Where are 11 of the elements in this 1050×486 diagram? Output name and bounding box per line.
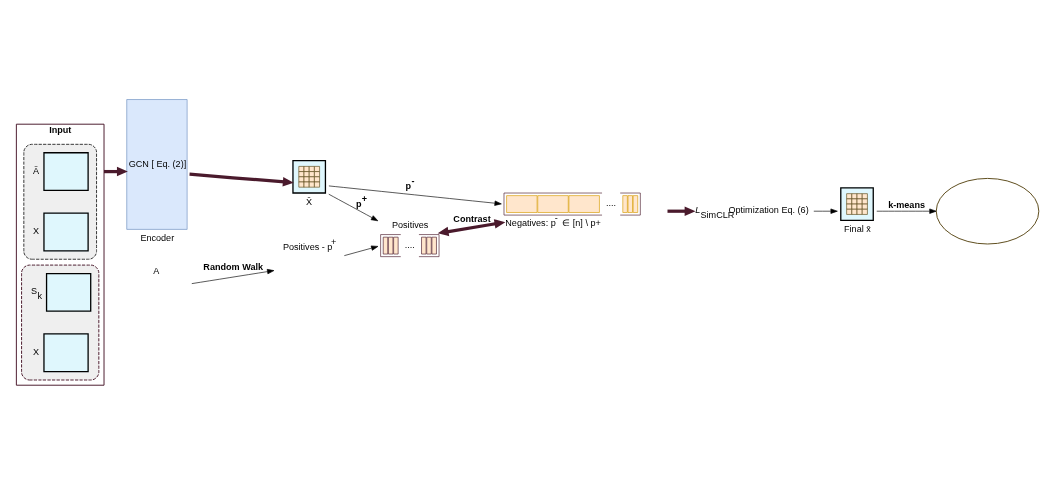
node-label: X bbox=[32, 346, 39, 357]
node-text: A bbox=[153, 265, 160, 276]
node-label: Final x̄ bbox=[844, 223, 871, 234]
edge-label: Random Walk bbox=[203, 261, 264, 272]
node-label: Ã bbox=[32, 165, 39, 176]
node-label: Positives bbox=[391, 219, 429, 230]
edge-label: Contrast bbox=[453, 213, 491, 224]
node-label: X bbox=[32, 225, 39, 236]
node-label: Encoder bbox=[140, 232, 175, 243]
edge-label: k-means bbox=[888, 199, 926, 210]
node-label: X̄ bbox=[305, 196, 313, 207]
